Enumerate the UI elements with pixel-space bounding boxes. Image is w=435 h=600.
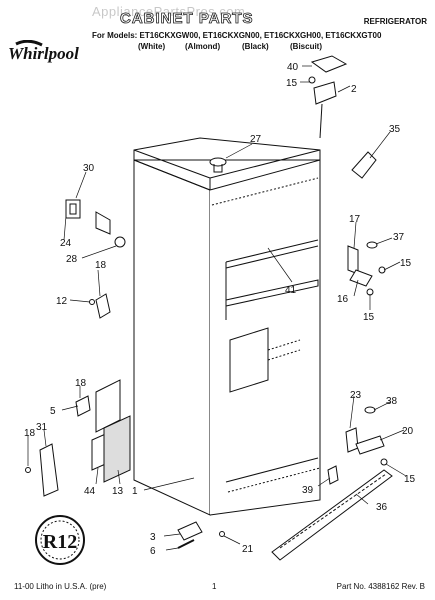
callout: 20 <box>402 426 414 437</box>
cabinet-body <box>133 137 321 516</box>
color-white: (White) <box>138 42 166 51</box>
brand-name: Whirlpool <box>8 44 79 63</box>
callout: 3 <box>150 532 156 543</box>
callout: 27 <box>250 134 262 145</box>
callout: 31 <box>36 422 48 433</box>
callout: 23 <box>350 390 362 401</box>
color-almond: (Almond) <box>185 42 221 51</box>
callout: 30 <box>83 163 95 174</box>
callout: 12 <box>56 296 68 307</box>
color-black: (Black) <box>242 42 269 51</box>
center-hinge <box>347 241 386 296</box>
callout: 41 <box>285 285 297 296</box>
part-number: Part No. 4388162 Rev. B <box>336 582 425 591</box>
callout: 28 <box>66 254 78 265</box>
callout: 1 <box>132 486 138 497</box>
litho-note: 11-00 Litho in U.S.A. (pre) <box>14 582 107 591</box>
callout: 13 <box>112 486 124 497</box>
callout: 44 <box>84 486 96 497</box>
callout: 15 <box>404 474 416 485</box>
callout: 21 <box>242 544 254 555</box>
color-biscuit: (Biscuit) <box>290 42 322 51</box>
toe-grille <box>271 469 393 561</box>
callout: 18 <box>75 378 87 389</box>
callout: 39 <box>302 485 314 496</box>
callout-numbers: 40 15 2 27 35 30 24 28 18 12 17 37 15 16… <box>24 62 416 557</box>
callout: 6 <box>150 546 156 557</box>
callout: 37 <box>393 232 405 243</box>
r12-logo: R12 <box>35 515 85 565</box>
callout: 2 <box>351 84 357 95</box>
callout: 16 <box>337 294 349 305</box>
page-title: CABINET PARTS <box>120 10 254 28</box>
door-stop-parts <box>65 199 126 319</box>
brand-logo <box>15 40 43 47</box>
callout: 35 <box>389 124 401 135</box>
callout: 15 <box>363 312 375 323</box>
leader-lines <box>27 65 407 551</box>
top-hinge <box>308 55 348 139</box>
callout: 24 <box>60 238 72 249</box>
hole-plug <box>209 157 227 173</box>
r12-mark: R12 <box>43 531 77 553</box>
callout: 40 <box>287 62 299 73</box>
callout: 36 <box>376 502 388 513</box>
door-handle-clip <box>351 151 377 179</box>
lower-left-parts <box>25 379 131 497</box>
callout: 15 <box>400 258 412 269</box>
callout: 5 <box>50 406 56 417</box>
callout: 18 <box>24 428 36 439</box>
bottom-hinge <box>327 406 388 485</box>
watermark: AppliancePartsPros.com <box>92 4 246 19</box>
callout: 15 <box>286 78 298 89</box>
leveling-parts <box>177 521 225 549</box>
category-label: REFRIGERATOR <box>363 17 427 26</box>
page-number: 1 <box>212 582 217 591</box>
models-line: For Models: ET16CKXGW00, ET16CKXGN00, ET… <box>92 31 382 40</box>
callout: 18 <box>95 260 107 271</box>
callout: 17 <box>349 214 361 225</box>
callout: 38 <box>386 396 398 407</box>
